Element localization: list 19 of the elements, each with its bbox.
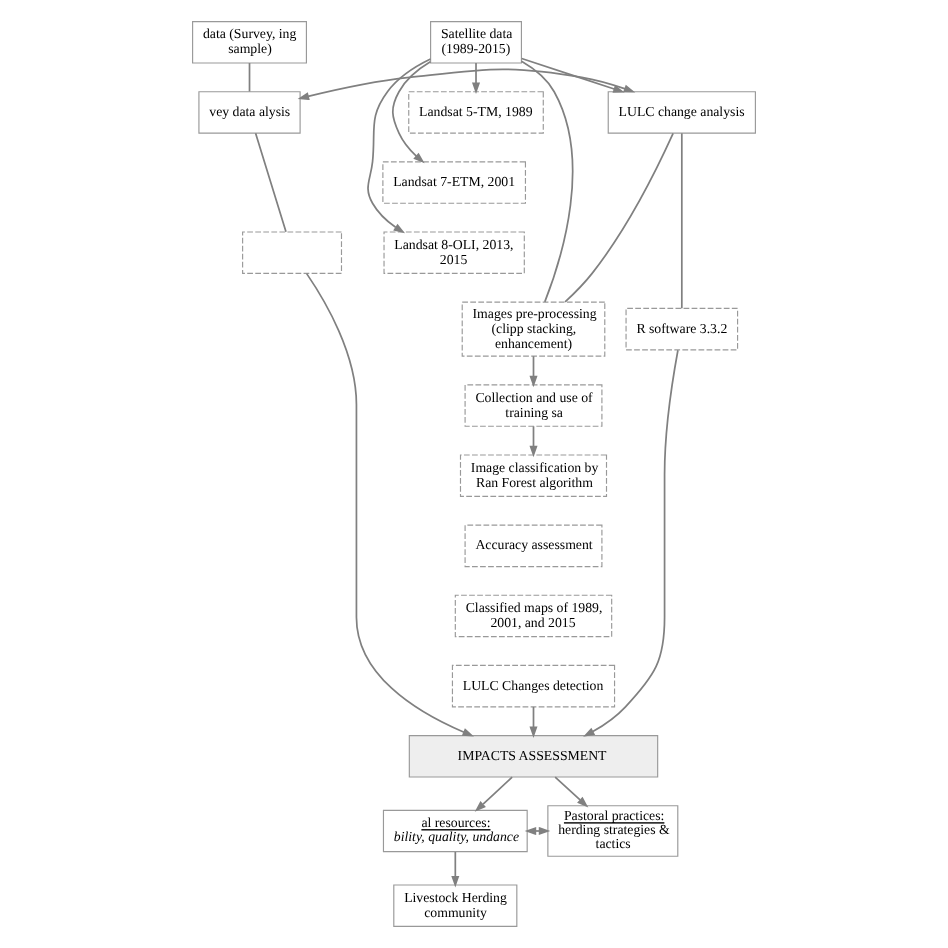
arrow bbox=[391, 61, 432, 164]
arrow bbox=[367, 58, 432, 234]
arrow bbox=[529, 425, 538, 458]
connector bbox=[254, 132, 287, 233]
arrow bbox=[583, 349, 679, 737]
arrow bbox=[305, 272, 474, 737]
connector bbox=[564, 132, 674, 303]
arrow bbox=[451, 851, 460, 888]
arrow bbox=[554, 776, 589, 808]
arrow bbox=[529, 706, 538, 738]
arrow bbox=[529, 355, 538, 388]
arrow bbox=[472, 62, 481, 95]
arrow bbox=[520, 57, 625, 93]
arrow bbox=[474, 776, 513, 812]
connector bbox=[520, 60, 574, 303]
connector bbox=[680, 132, 683, 310]
arrow bbox=[297, 68, 636, 101]
node-box bbox=[242, 231, 343, 274]
connector bbox=[248, 62, 251, 93]
